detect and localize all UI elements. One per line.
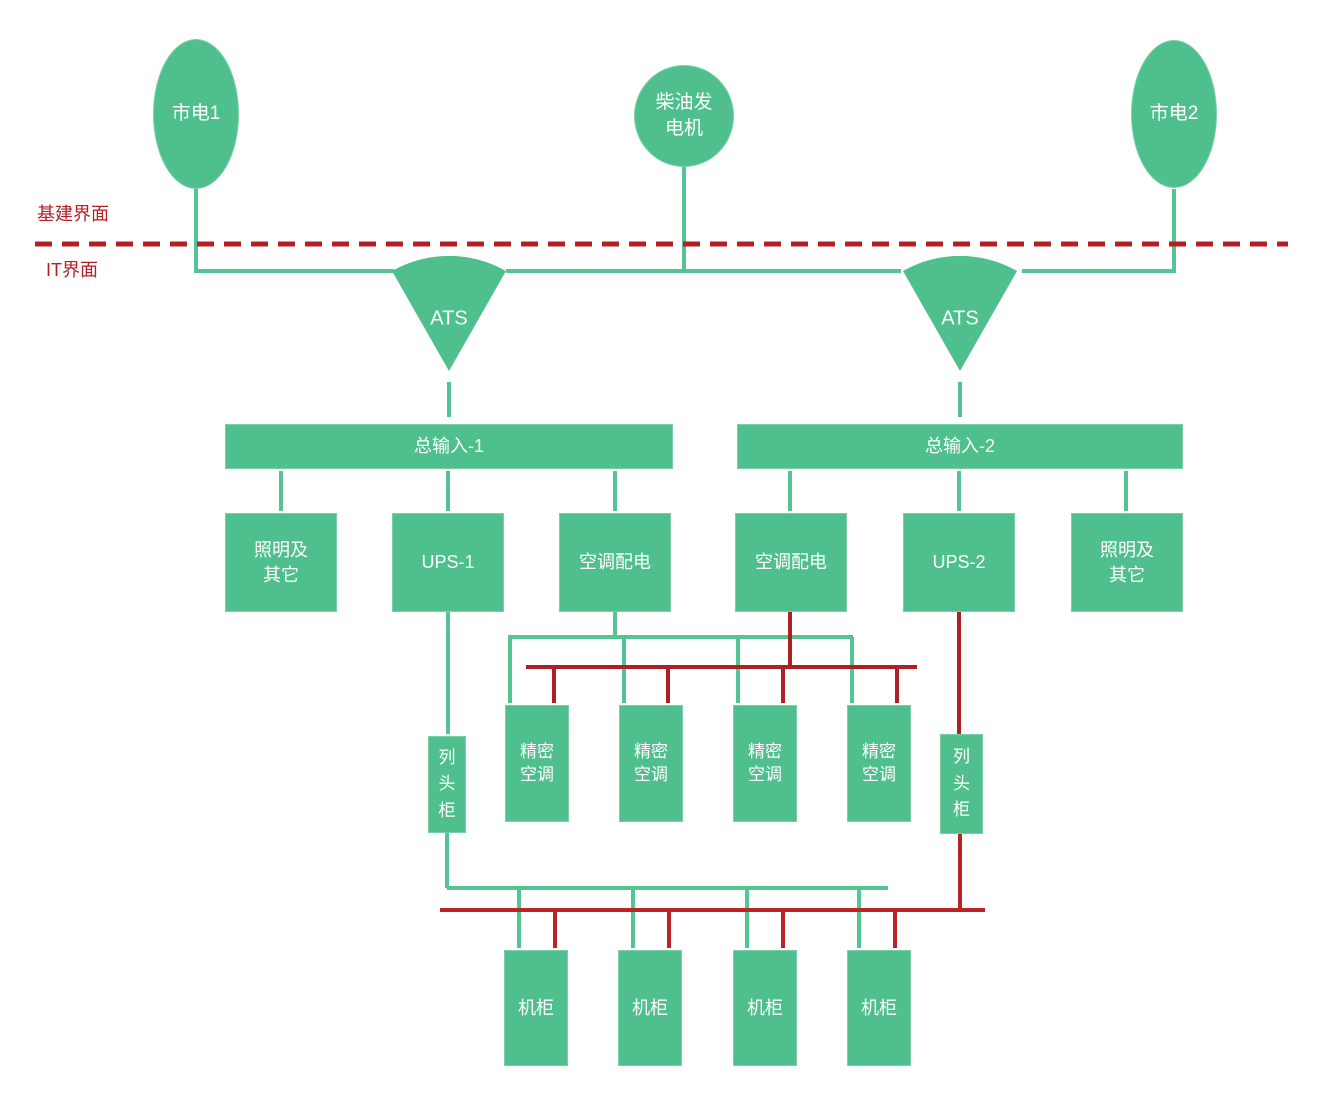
rack-1-label: 机柜 <box>518 997 554 1018</box>
rack-3-label: 机柜 <box>747 997 783 1018</box>
utility-power-1-node: 市电1 <box>153 39 239 189</box>
diesel-generator-label: 柴油发电机 <box>655 92 713 139</box>
ups-2-label: UPS-2 <box>932 552 986 573</box>
ats-1-label: ATS <box>430 307 468 330</box>
line-utility1-to-ats1 <box>194 187 394 273</box>
row-head-cabinet-1: 列头柜 <box>428 736 466 833</box>
line-green-bus-lower-drops <box>517 888 861 948</box>
row-head-cabinet-2: 列头柜 <box>940 734 983 834</box>
ats-2-label: ATS <box>941 307 979 330</box>
precision-ac-box-4: 精密空调 <box>847 705 911 822</box>
row-head-cabinet-1-label: 列头柜 <box>438 747 456 820</box>
line-green-bus-mid-drops <box>508 637 854 703</box>
precision-ac-3-label: 精密空调 <box>748 741 782 784</box>
rack-box-3: 机柜 <box>733 950 797 1066</box>
main-input-2-label: 总输入-2 <box>924 436 995 457</box>
precision-ac-4-label: 精密空调 <box>862 741 896 784</box>
lighting-box-2: 照明及其它 <box>1071 513 1183 612</box>
main-input-1-label: 总输入-1 <box>413 436 484 457</box>
precision-ac-1-label: 精密空调 <box>520 741 554 784</box>
utility-power-2-node: 市电2 <box>1131 40 1217 188</box>
rack-2-label: 机柜 <box>632 997 668 1018</box>
main-input-2-bar: 总输入-2 <box>737 424 1183 469</box>
main-input-1-bar: 总输入-1 <box>225 424 673 469</box>
infra-zone-label: 基建界面 <box>37 204 109 224</box>
it-zone-label: IT界面 <box>46 260 98 280</box>
ac-distribution-box-2: 空调配电 <box>735 513 847 612</box>
ac-distribution-box-1-label: 空调配电 <box>579 552 651 573</box>
ups-1-box: UPS-1 <box>392 513 504 612</box>
precision-ac-box-2: 精密空调 <box>619 705 683 822</box>
ac-distribution-box-1: 空调配电 <box>559 513 671 612</box>
rack-box-2: 机柜 <box>618 950 682 1066</box>
precision-ac-box-1: 精密空调 <box>505 705 569 822</box>
lighting-box-1-label: 照明及其它 <box>254 540 308 585</box>
utility-power-2-label: 市电2 <box>1149 103 1199 125</box>
ups-2-box: UPS-2 <box>903 513 1015 612</box>
ats-2-shape <box>903 255 1017 371</box>
line-utility2-to-ats2 <box>1022 189 1176 273</box>
rack-4-label: 机柜 <box>861 997 897 1018</box>
line-main1-drops <box>279 471 617 511</box>
line-red-bus-lower-drops <box>553 910 897 948</box>
lighting-box-1: 照明及其它 <box>225 513 337 612</box>
precision-ac-2-label: 精密空调 <box>634 741 668 784</box>
ats-1-shape <box>392 255 506 371</box>
diesel-generator-node: 柴油发电机 <box>634 65 734 167</box>
rack-box-4: 机柜 <box>847 950 911 1066</box>
ups-1-label: UPS-1 <box>421 552 475 573</box>
utility-power-1-label: 市电1 <box>171 103 221 125</box>
ac-distribution-box-2-label: 空调配电 <box>755 552 827 573</box>
line-main2-drops <box>788 471 1128 511</box>
line-red-bus-mid-drops <box>552 667 899 703</box>
rack-box-1: 机柜 <box>504 950 568 1066</box>
row-head-cabinet-2-label: 列头柜 <box>953 747 970 820</box>
precision-ac-box-3: 精密空调 <box>733 705 797 822</box>
lighting-box-2-label: 照明及其它 <box>1100 540 1154 585</box>
